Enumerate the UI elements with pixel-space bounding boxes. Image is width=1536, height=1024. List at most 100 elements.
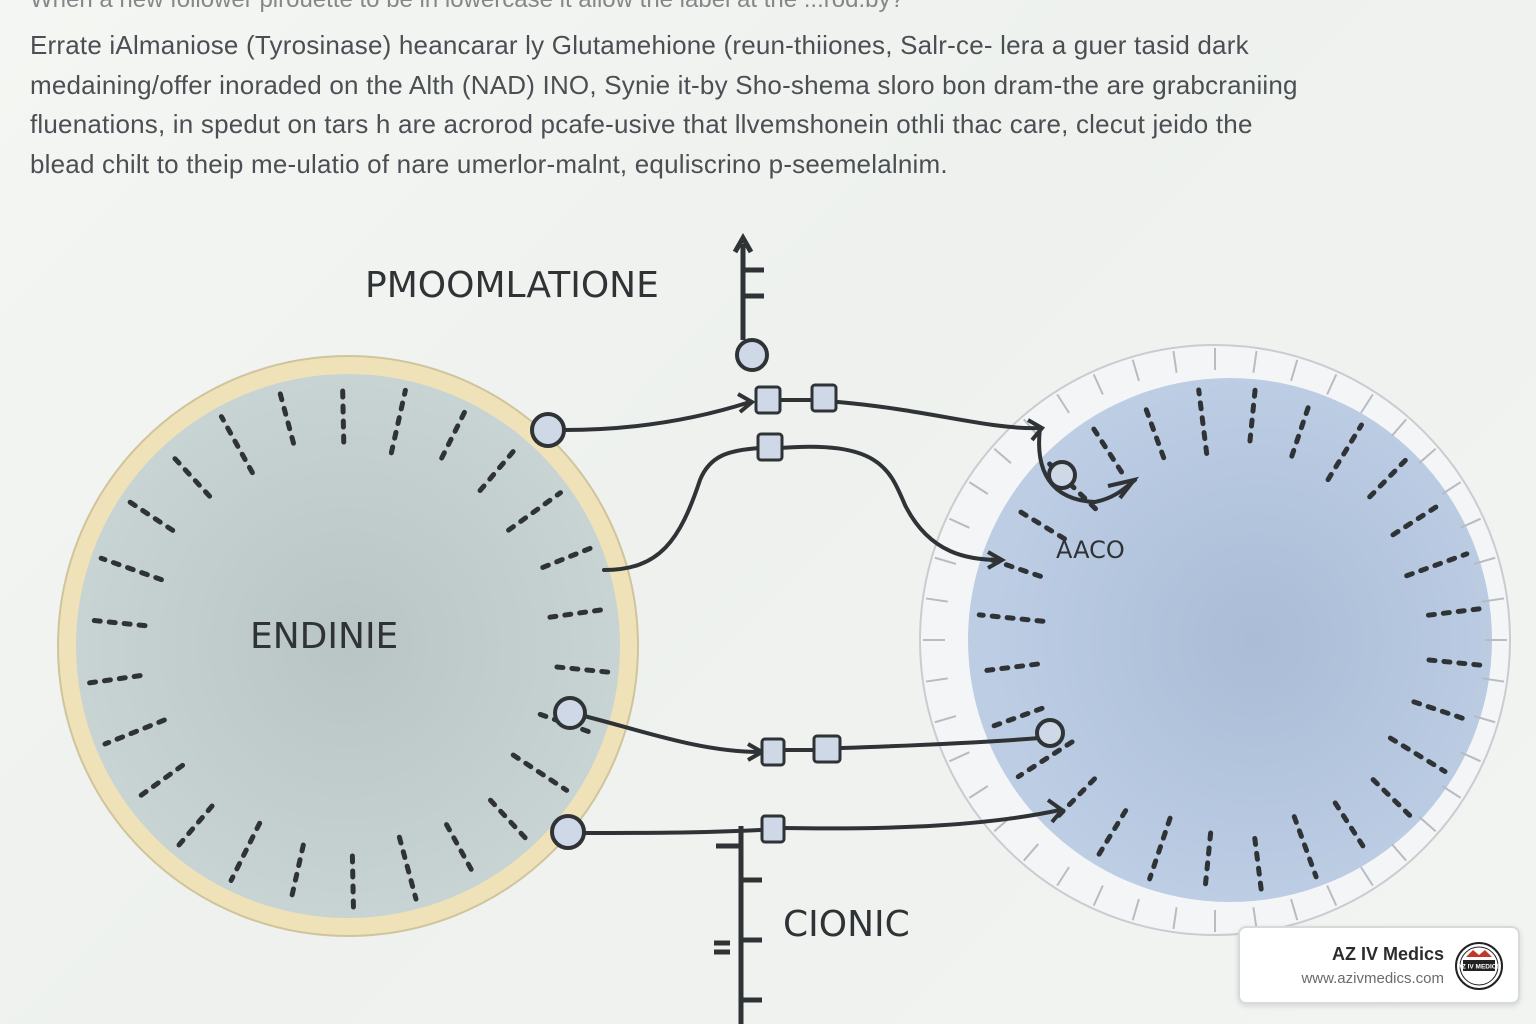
left-receptor-mark <box>133 762 186 802</box>
right-receptor-mark <box>1247 386 1258 444</box>
right-rim-mark <box>1460 517 1482 529</box>
left-receptor-mark <box>126 499 176 533</box>
left-receptor-mark <box>439 409 468 461</box>
left-receptor-mark <box>547 606 610 620</box>
left-receptor-mark <box>554 664 612 675</box>
left-receptor-mark <box>167 451 213 499</box>
right-receptor-mark <box>1012 506 1067 542</box>
left-receptor-mark <box>98 555 164 583</box>
left-receptor-mark <box>396 834 419 902</box>
right-rim-mark <box>1441 785 1462 799</box>
right-receptor-mark <box>1090 425 1125 475</box>
right-rim-mark <box>1172 907 1178 930</box>
left-receptor-mark <box>175 803 215 849</box>
right-receptor-mark <box>1425 606 1483 618</box>
right-rim-mark <box>934 556 957 565</box>
label-top: PMOOMLATIONE <box>365 265 659 306</box>
brand-badge[interactable]: AZ IV Medics www.azivmedics.com AZ IV ME… <box>1238 926 1520 1004</box>
label-bottom: CIONIC <box>783 904 910 945</box>
right-receptor-mark <box>1332 800 1370 855</box>
left-cell-receptor-marks <box>84 381 612 911</box>
right-rim-mark <box>948 751 970 763</box>
left-receptor-mark <box>349 853 356 911</box>
right-receptor-mark <box>1252 835 1264 893</box>
right-rim-mark <box>1441 481 1462 495</box>
left-receptor-mark <box>444 822 478 878</box>
signal-pathways <box>562 398 1137 835</box>
right-rim-mark <box>1056 866 1070 887</box>
left-receptor-mark <box>218 414 255 476</box>
right-receptor-mark <box>1411 699 1472 723</box>
right-rim-mark <box>1252 350 1258 373</box>
right-receptor-mark <box>990 705 1045 729</box>
junction-boxes <box>754 383 842 844</box>
left-receptor-mark <box>288 842 306 905</box>
right-rim-mark <box>993 448 1012 464</box>
left-receptor-mark <box>506 490 563 533</box>
paragraph-line-2: medaining/offer inoraded on the Alth (NA… <box>30 69 1298 100</box>
right-receptor-mark <box>1096 808 1129 858</box>
right-receptor-mark <box>977 661 1040 674</box>
left-receptor-mark <box>487 797 529 841</box>
left-receptor-mark <box>228 820 263 883</box>
right-rim-mark <box>1391 418 1407 437</box>
right-receptor-mark <box>1367 457 1409 500</box>
right-rim-mark <box>1482 677 1505 683</box>
left-receptor-mark <box>86 673 143 686</box>
right-rim-mark <box>1473 715 1496 724</box>
left-receptor-mark <box>277 390 297 446</box>
right-rim-mark <box>1290 359 1299 382</box>
right-cell <box>919 344 1511 936</box>
pathway-nodes <box>530 412 1077 850</box>
right-rim-mark <box>1391 843 1407 862</box>
right-rim-mark <box>1326 885 1338 907</box>
right-rim-mark <box>1418 816 1437 832</box>
right-receptor-mark <box>1426 657 1484 668</box>
right-rim-mark <box>1473 556 1496 565</box>
right-rim-mark <box>1172 350 1178 373</box>
right-rim-mark <box>1092 373 1104 395</box>
right-receptor-mark <box>1404 551 1470 579</box>
brand-logo-text: AZ IV MEDICS <box>1457 964 1501 971</box>
right-cell-rim-marks <box>923 348 1507 932</box>
right-rim-mark <box>948 517 970 529</box>
right-rim-mark <box>1056 393 1070 414</box>
right-receptor-mark <box>1291 814 1319 880</box>
left-receptor-mark <box>84 617 148 629</box>
right-rim-mark <box>1252 907 1258 930</box>
description-paragraph: Errate iAlmaniose (Tyrosinase) heancarar… <box>30 26 1410 184</box>
right-receptor-mark <box>1015 739 1075 780</box>
right-receptor-mark <box>1387 735 1448 774</box>
right-rim-mark <box>925 677 948 683</box>
right-rim-mark <box>1290 898 1299 921</box>
left-cell <box>57 355 639 937</box>
brand-url[interactable]: www.azivmedics.com <box>1301 970 1444 987</box>
right-rim-mark <box>968 481 989 495</box>
right-receptor-mark <box>1202 830 1214 894</box>
right-rim-mark <box>1460 751 1482 763</box>
right-receptor-mark <box>1325 422 1364 483</box>
left-receptor-mark <box>477 443 521 494</box>
right-rim-mark <box>1360 866 1374 887</box>
right-receptor-mark <box>1147 815 1173 882</box>
right-rim-mark <box>1326 373 1338 395</box>
right-rim-mark <box>968 785 989 799</box>
clipped-heading-text: When a new follower pirouette to be in l… <box>30 0 1470 14</box>
left-receptor-mark <box>102 717 167 747</box>
right-rim-mark <box>1482 597 1505 603</box>
left-receptor-mark <box>388 387 408 456</box>
right-receptor-mark <box>1370 777 1413 819</box>
paragraph-line-4: blead chilt to theip me-ulatio of nare u… <box>30 148 948 179</box>
left-receptor-mark <box>340 381 347 445</box>
label-right-cell: AACO <box>1056 536 1125 564</box>
right-receptor-mark <box>1289 398 1313 459</box>
label-left-cell: ENDINIE <box>250 616 398 657</box>
top-axis <box>732 232 769 372</box>
right-rim-mark <box>1131 359 1140 382</box>
brand-logo-icon: AZ IV MEDICS <box>1454 941 1504 991</box>
bottom-axis <box>714 826 762 1024</box>
right-rim-mark <box>934 715 957 724</box>
left-receptor-mark <box>510 752 570 793</box>
paragraph-line-1: Errate iAlmaniose (Tyrosinase) heancarar… <box>30 30 1249 60</box>
